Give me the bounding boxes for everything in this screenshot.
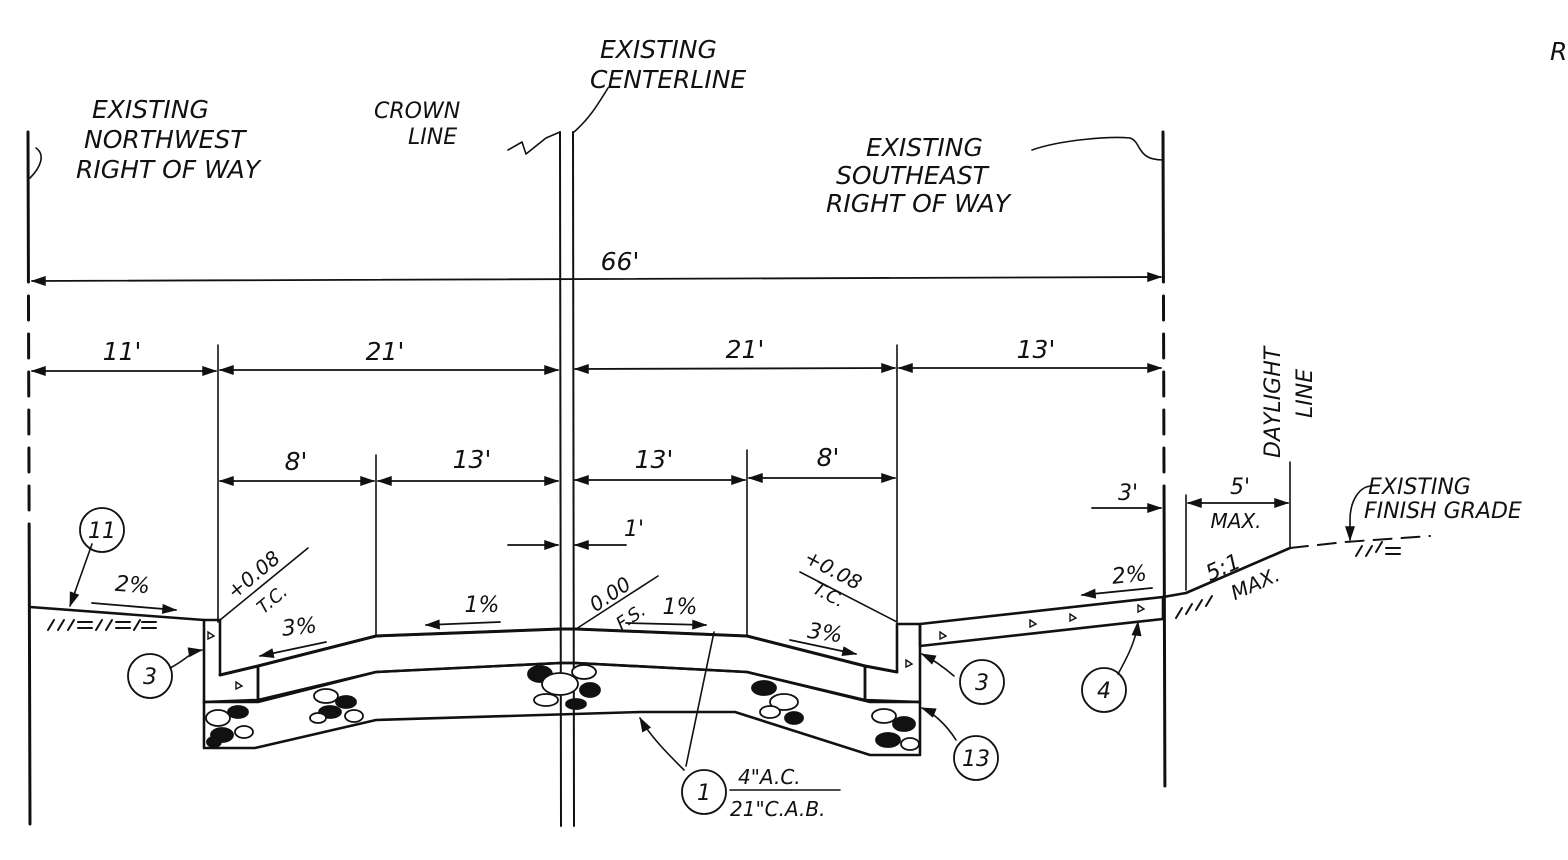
nw-ground-line [28,605,206,622]
label-pavement-1: 4"A.C. [738,765,801,789]
leader-se-tc [799,571,898,623]
leader-nw-tc [219,547,309,621]
slope-nw-lane: 1% [465,593,500,618]
se-right-of-way-line [1161,130,1167,824]
leader-nw-row [29,147,42,179]
slope-se-walk: 2% [1111,561,1148,590]
slope-se-lane: 1% [663,595,698,620]
label-pavement-2: 21"C.A.B. [730,797,825,821]
leader-callout-4 [1117,620,1142,675]
leader-existing-grade [1345,485,1373,542]
callout-3-left: 3 [127,653,173,699]
dimension-lines [30,272,1290,550]
dim-nw-travel: 13' [453,445,492,474]
label-se-row-1: EXISTING [866,133,983,162]
dim-se-walk: 3' [1118,481,1138,506]
leader-callout-1b [685,631,715,767]
slope-arrow-se-gutter [789,639,858,657]
leader-callout-1a [639,716,685,771]
se-sidewalk [918,595,1165,648]
dim-se-half-street-line [573,363,897,374]
leader-callout-11 [69,543,93,608]
leader-se-row [1031,136,1164,161]
svg-text:3: 3 [143,665,157,690]
dim-nw-parkway: 11' [103,337,142,366]
dim-nw-half-street: 21' [366,337,405,366]
label-crown-line-2: LINE [408,125,457,150]
leader-callout-3-left [169,647,204,669]
label-daylight-2: LINE [1293,369,1318,418]
elev-nw-tc-label: T.C. [253,581,292,618]
existing-grade-line [1289,535,1431,549]
slope-text: 2% 3% 1% 1% 3% 2% 5:1 MAX. [114,549,1283,648]
dim-overall-line [30,272,1163,286]
label-existing-centerline-1: EXISTING [600,35,717,64]
label-nw-row-3: RIGHT OF WAY [76,155,262,184]
leader-callout-3-right [920,653,955,677]
leader-lines [29,87,1373,791]
callout-3-right: 3 [959,659,1005,705]
dim-slope-width-1: 5' [1230,475,1250,500]
dim-overall: 66' [601,247,640,276]
svg-text:11: 11 [88,519,116,544]
elevation-text: +0.08 T.C. 0.00 F.S. +0.08 T.C. [222,545,866,635]
label-se-row-2: SOUTHEAST [836,161,990,190]
slope-arrow-se-lane [625,619,708,630]
slope-arrows [91,587,1153,659]
slope-arrow-se-walk [1080,587,1153,599]
existing-centerline [572,131,575,827]
nw-right-of-way-line [26,130,32,830]
earth-hatch-symbols [47,541,1401,631]
slope-arrow-nw-walk [91,602,178,614]
dim-se-travel: 13' [635,445,674,474]
leader-crown-line [507,131,561,155]
callout-4: 4 [1081,667,1127,713]
reference-lines [26,130,1291,830]
slope-nw-gutter: 3% [281,613,318,642]
label-existing-grade-1: EXISTING [1368,475,1471,500]
label-se-row-3: RIGHT OF WAY [826,189,1012,218]
concrete-symbols [207,603,1146,691]
dim-se-parking: 8' [817,443,840,472]
slope-arrow-nw-lane [424,619,501,630]
dim-se-parkway: 13' [1017,335,1056,364]
aggregate-rocks [205,664,920,751]
callout-1: 1 [681,769,727,815]
label-daylight-1: DAYLIGHT [1261,345,1286,458]
leader-callout-13 [920,707,957,741]
dim-nw-parking: 8' [285,447,308,476]
callout-circles: 11 3 3 13 4 1 [79,507,1127,815]
leader-centerline [573,87,609,133]
svg-text:4: 4 [1097,679,1111,704]
label-existing-centerline-2: CENTERLINE [590,65,746,94]
slope-se-gutter: 3% [806,619,844,649]
dim-slope-width-2: MAX. [1211,509,1262,533]
svg-text:1: 1 [697,781,711,806]
se-cut-slope [1161,546,1292,599]
label-crown-line-1: CROWN [374,99,460,124]
svg-text:3: 3 [975,671,989,696]
dimension-text: 66' 11' 21' 21' 13' 8' 13' 13' 8' 1' 3' … [103,247,1262,542]
label-nw-row-1: EXISTING [92,95,209,124]
slope-arrow-nw-gutter [258,641,327,659]
crown-line [559,131,562,827]
callout-13: 13 [953,735,999,781]
label-nw-row-2: NORTHWEST [84,125,247,154]
label-edge-mark: R [1550,37,1567,66]
dim-crown-offset: 1' [624,517,644,542]
callout-11: 11 [79,507,125,553]
road-surface-line [218,627,899,677]
nw-curb-gutter [202,618,260,704]
labels: EXISTING CENTERLINE CROWN LINE EXISTING … [76,35,1567,821]
svg-text:13: 13 [962,747,990,772]
slope-nw-walk: 2% [114,572,151,599]
label-existing-grade-2: FINISH GRADE [1364,499,1522,524]
dim-se-half-street: 21' [726,335,765,364]
leader-crown-elev [575,575,659,630]
